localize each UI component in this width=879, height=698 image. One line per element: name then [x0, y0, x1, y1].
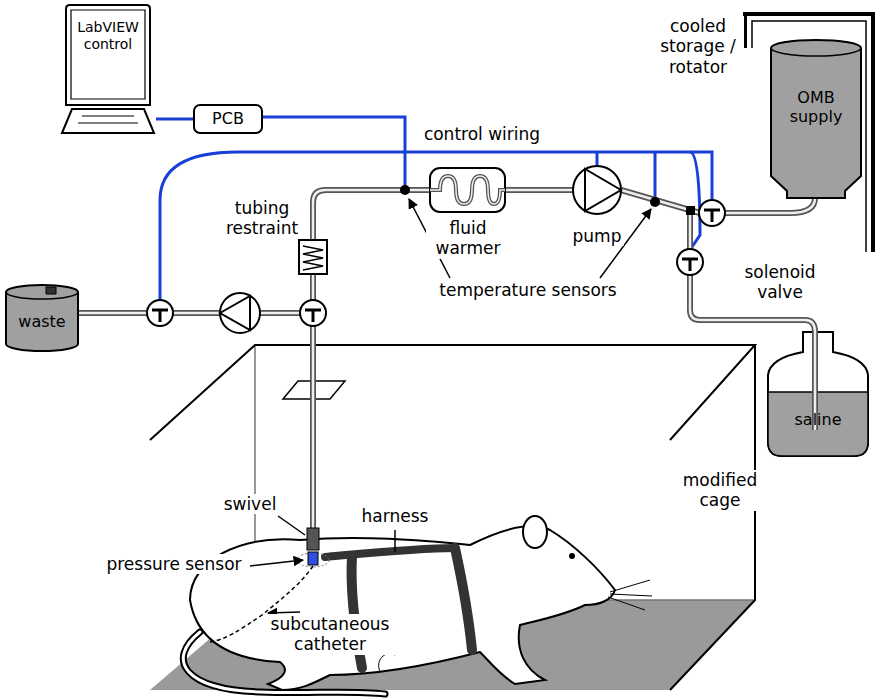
supply-tank: OMB supply	[770, 36, 862, 201]
tubing-restraint	[299, 240, 327, 274]
outline-part	[6, 292, 78, 299]
laptop: LabVIEW control	[60, 5, 156, 135]
outline-part	[771, 48, 861, 56]
outline-part	[66, 5, 150, 105]
wiring-label: control wiring	[422, 124, 542, 144]
restraint-label: tubing restraint	[215, 198, 309, 239]
storage-label: cooled storage / rotator	[652, 16, 744, 77]
rat	[183, 516, 652, 694]
warmer-label: fluid warmer	[426, 218, 510, 259]
cage-label: modified cage	[672, 470, 768, 511]
tube-core	[260, 312, 301, 315]
sensor-callout: pressure sensor	[104, 554, 243, 574]
outline-part	[46, 287, 56, 294]
tube-core	[724, 198, 815, 213]
swivel-label: swivel	[222, 494, 279, 514]
tube-core	[313, 190, 430, 528]
harness-label: harness	[360, 506, 431, 526]
pump-symbol	[220, 166, 621, 333]
saline-bottle-outline	[766, 330, 870, 458]
cage	[150, 345, 755, 690]
tube-core	[689, 210, 692, 250]
catheter-label: subcutaneous catheter	[263, 614, 397, 655]
node-text: waste	[4, 312, 80, 331]
outline-part	[62, 109, 154, 133]
swivel	[297, 528, 329, 567]
tube-core	[172, 312, 220, 315]
waste-container: waste	[4, 282, 80, 354]
valve-label: solenoid valve	[732, 262, 828, 303]
control-wire	[156, 118, 193, 121]
cooled-storage-frame	[745, 14, 873, 252]
leader-line	[250, 199, 651, 613]
outline-part	[771, 40, 861, 198]
outline-part	[71, 10, 145, 99]
fluid-warmer	[430, 168, 505, 212]
pump-label: pump	[571, 226, 624, 246]
outline-part	[78, 116, 138, 123]
node-text: saline	[766, 410, 870, 429]
node-text: OMB supply	[774, 88, 858, 126]
node-text: LabVIEW control	[72, 19, 144, 53]
saline-bottle: saline	[766, 330, 870, 458]
tubing	[50, 190, 815, 528]
tube-core	[505, 189, 573, 192]
pcb-box: PCB	[193, 104, 263, 134]
node-text: PCB	[195, 109, 261, 128]
control-wiring	[160, 117, 712, 300]
sensor-label: temperature sensors	[437, 280, 618, 300]
